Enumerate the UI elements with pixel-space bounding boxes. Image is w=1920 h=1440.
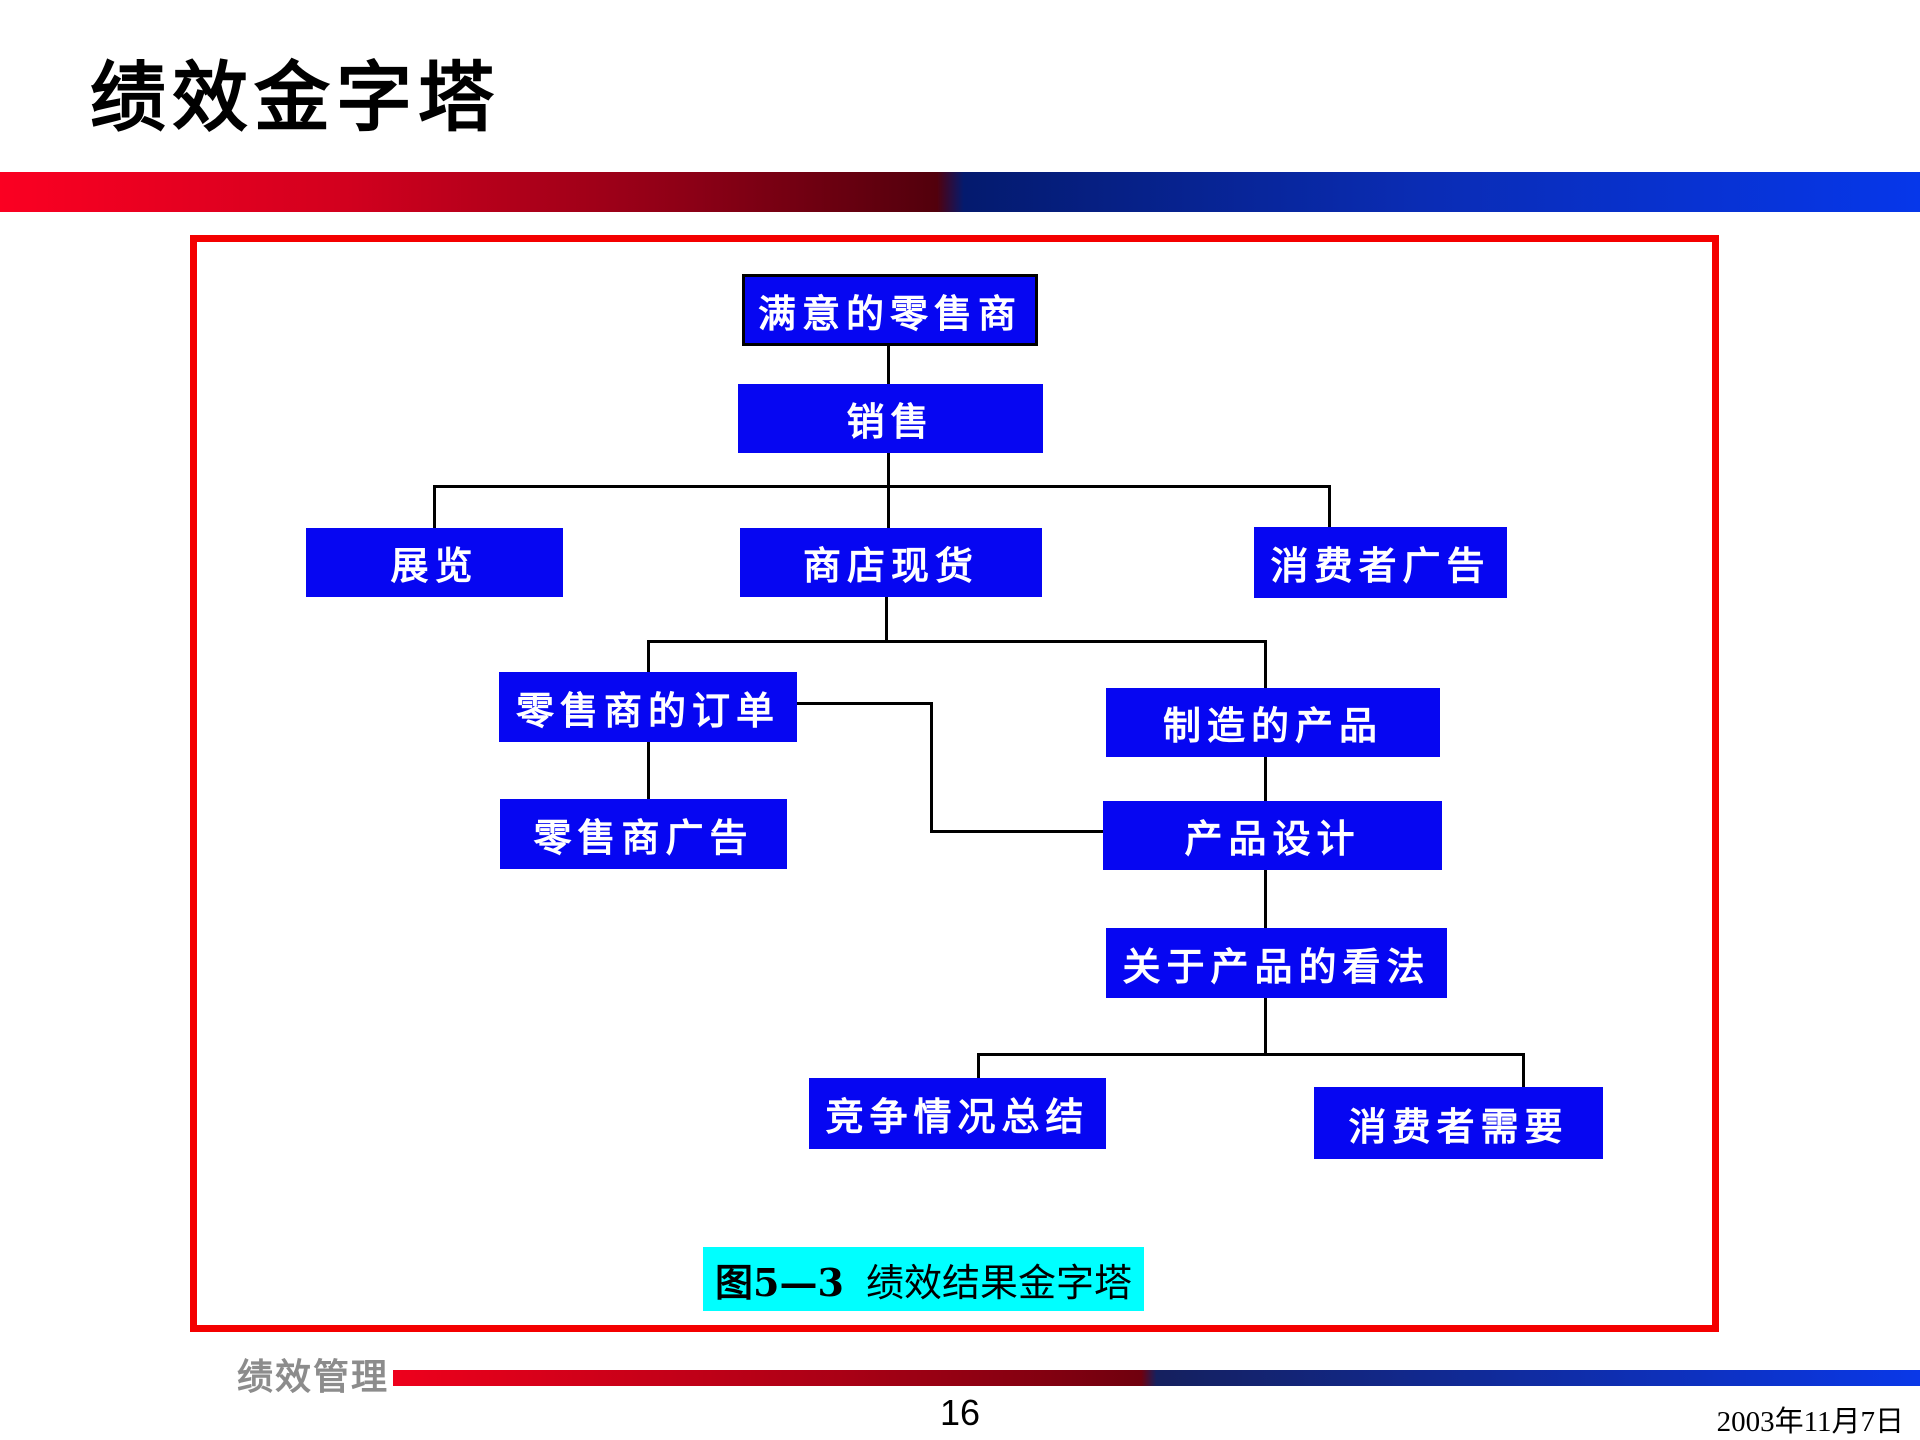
node-retailer-orders: 零售商的订单 — [499, 672, 797, 742]
connector-line — [887, 453, 890, 528]
node-sales: 销售 — [738, 384, 1043, 453]
connector-line — [930, 702, 933, 833]
connector-line — [433, 485, 436, 528]
connector-line — [647, 640, 1267, 643]
slide-title: 绩效金字塔 — [90, 56, 500, 141]
connector-line — [885, 597, 888, 643]
connector-line — [1328, 485, 1331, 527]
diagram-frame — [190, 235, 1719, 1332]
figure-caption-text: 绩效结果金字塔 — [865, 1260, 1132, 1305]
node-product-design: 产品设计 — [1103, 801, 1442, 870]
connector-line — [647, 742, 650, 799]
connector-line — [1264, 998, 1267, 1056]
node-satisfied-retailer: 满意的零售商 — [742, 274, 1038, 346]
node-consumer-advertising: 消费者广告 — [1254, 527, 1507, 598]
node-product-perception: 关于产品的看法 — [1106, 928, 1447, 998]
node-competition-summary: 竞争情况总结 — [809, 1078, 1106, 1149]
connector-line — [647, 640, 650, 672]
node-consumer-needs: 消费者需要 — [1314, 1087, 1603, 1159]
connector-line — [930, 830, 1103, 833]
connector-line — [1264, 870, 1267, 928]
connector-line — [887, 346, 890, 384]
footer-gradient-bar — [393, 1370, 1920, 1386]
footer-course-label: 绩效管理 — [237, 1356, 390, 1397]
header-gradient-bar — [0, 172, 1920, 212]
node-exhibition: 展览 — [306, 528, 563, 597]
connector-line — [977, 1053, 980, 1078]
node-manufactured-products: 制造的产品 — [1106, 688, 1440, 757]
slide-date: 2003年11月7日 — [1716, 1406, 1904, 1438]
figure-caption: 图5—3 绩效结果金字塔 — [703, 1247, 1144, 1311]
page-number: 16 — [939, 1392, 981, 1433]
node-store-stock: 商店现货 — [740, 528, 1042, 597]
connector-line — [433, 485, 1331, 488]
figure-caption-number: 图5—3 — [715, 1259, 844, 1305]
connector-line — [977, 1053, 1525, 1056]
connector-line — [1522, 1053, 1525, 1088]
node-retailer-advertising: 零售商广告 — [500, 799, 787, 869]
connector-line — [797, 702, 933, 705]
